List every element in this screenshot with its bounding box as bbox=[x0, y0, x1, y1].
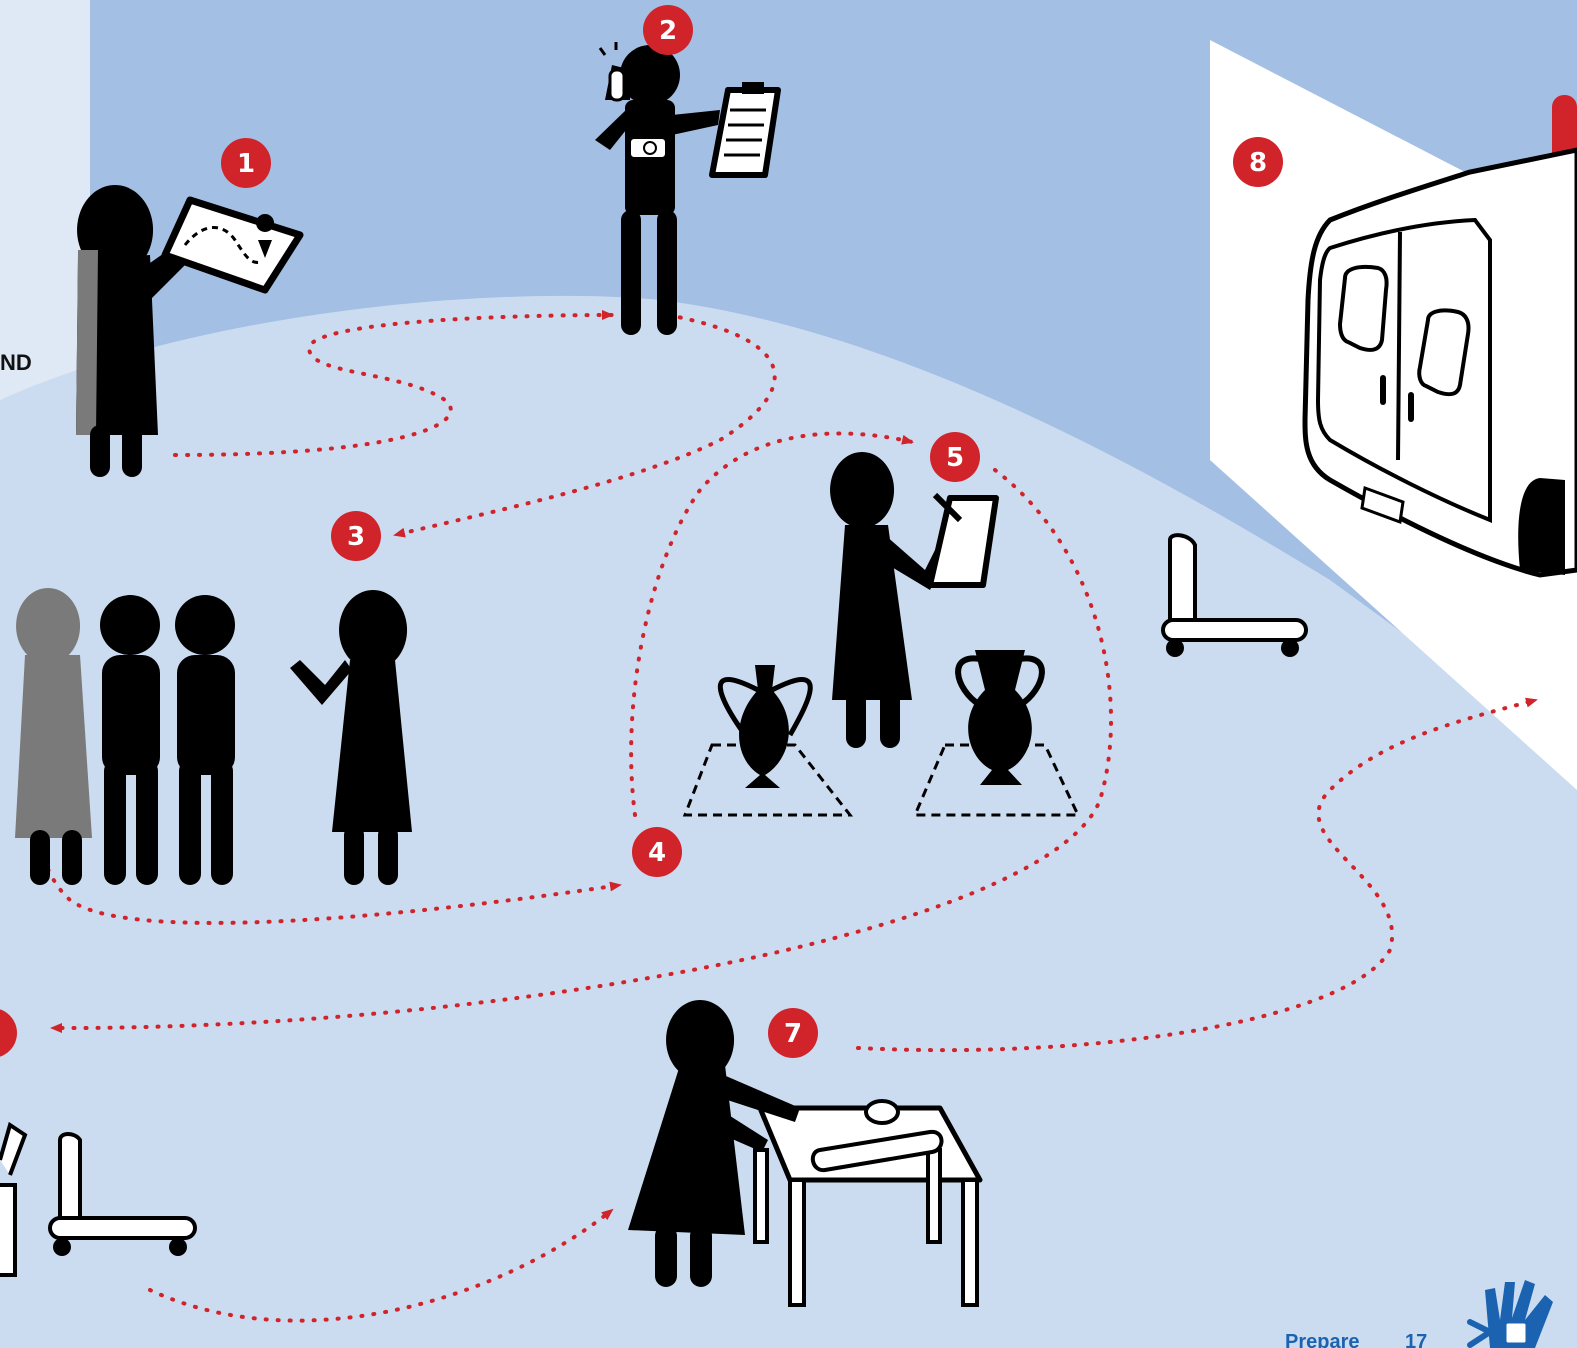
step-7-badge: 7 bbox=[768, 1008, 818, 1058]
footer-page-number: 17 bbox=[1405, 1331, 1427, 1348]
svg-text:7: 7 bbox=[784, 1019, 802, 1049]
step-4-badge: 4 bbox=[632, 827, 682, 877]
svg-text:2: 2 bbox=[659, 16, 677, 46]
step-2-badge: 2 bbox=[643, 5, 693, 55]
edge-label: ND bbox=[0, 350, 32, 375]
step-3-badge: 3 bbox=[331, 511, 381, 561]
camera-icon bbox=[630, 138, 666, 158]
step-1-badge: 1 bbox=[221, 138, 271, 188]
svg-text:3: 3 bbox=[347, 522, 365, 552]
footer-section: Prepare bbox=[1285, 1331, 1360, 1348]
phone-icon bbox=[610, 70, 624, 100]
svg-text:4: 4 bbox=[648, 838, 666, 868]
svg-text:8: 8 bbox=[1249, 148, 1267, 178]
people-group bbox=[15, 588, 412, 885]
step-5-badge: 5 bbox=[930, 432, 980, 482]
step-8-badge: 8 bbox=[1233, 137, 1283, 187]
svg-text:1: 1 bbox=[237, 149, 255, 179]
svg-text:5: 5 bbox=[946, 443, 964, 473]
